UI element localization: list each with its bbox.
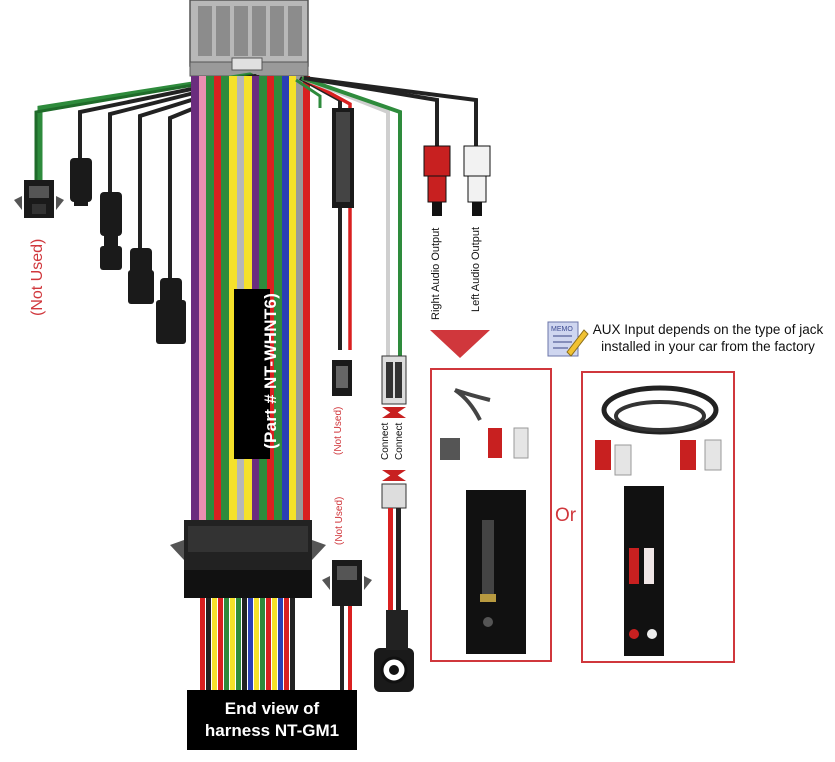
not-used-connector-bottom: [322, 560, 372, 690]
memo-icon: MEMO: [547, 321, 589, 357]
not-used-connector-left: [14, 180, 64, 218]
end-view-line1: End view of: [224, 699, 320, 718]
part-number-text: (Part # NT-WHNT6): [261, 292, 280, 449]
side-plug: [332, 108, 354, 396]
aux-note-line1: AUX Input depends on the type of jack: [592, 322, 824, 337]
part-number-label: (Part # NT-WHNT6): [234, 289, 280, 459]
end-view-line2: harness NT-GM1: [204, 721, 340, 740]
top-connector: [189, 0, 309, 77]
end-view-label: End view of harness NT-GM1: [187, 690, 357, 750]
not-used-small-label: (Not Used): [334, 496, 345, 545]
rca-plugs-left: [70, 158, 186, 344]
down-arrow-icon: [430, 330, 490, 358]
connect-label-2: Connect: [394, 422, 405, 460]
not-used-large-label: (Not Used): [29, 238, 46, 316]
lower-wires: [200, 598, 295, 690]
connect-label-1: Connect: [380, 422, 391, 460]
connect-plugs: [381, 355, 407, 618]
main-connector: [170, 520, 326, 598]
round-jack: [374, 610, 414, 692]
aux-option-box-2: [581, 371, 735, 663]
aux-note-line2: installed in your car from the factory: [601, 339, 815, 354]
or-label: Or: [555, 505, 577, 526]
left-audio-label: Left Audio Output: [470, 226, 482, 312]
right-audio-label: Right Audio Output: [430, 227, 442, 320]
aux-option-box-1: [430, 368, 552, 662]
aux-note: AUX Input depends on the type of jack in…: [588, 321, 828, 355]
not-used-mid-label: (Not Used): [333, 406, 344, 455]
memo-icon-text: MEMO: [551, 326, 573, 333]
right-fan-wires: [295, 76, 478, 360]
audio-rca-plugs: [423, 145, 491, 216]
